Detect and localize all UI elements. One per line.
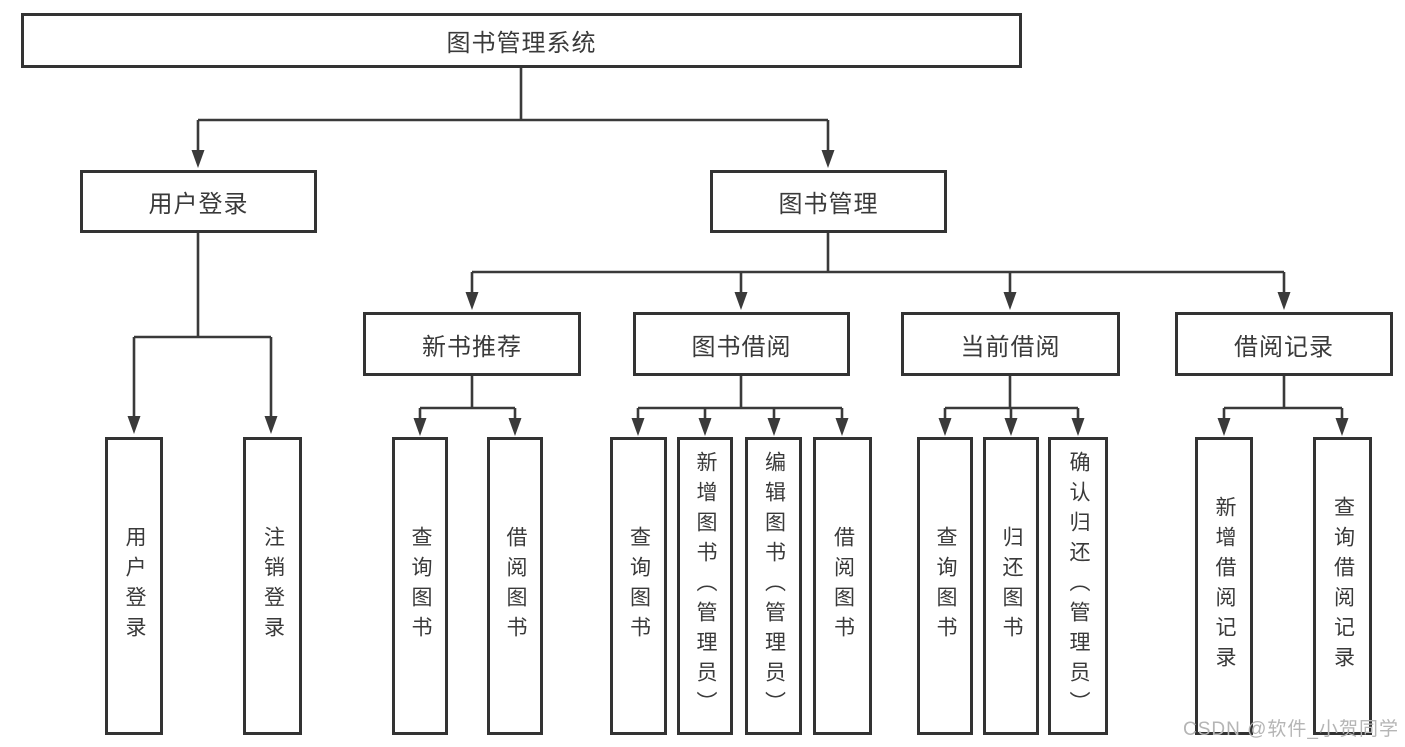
node-book-borrow: 图书借阅	[633, 312, 850, 376]
node-new-book-recommend: 新书推荐	[363, 312, 581, 376]
node-user-login-label: 用户登录	[148, 191, 249, 218]
leaf-return-book-label: 归还图书	[1000, 526, 1023, 646]
leaf-return-book: 归还图书	[983, 437, 1039, 735]
leaf-add-borrow-record: 新增借阅记录	[1195, 437, 1253, 735]
node-book-management: 图书管理	[710, 170, 947, 233]
node-user-login: 用户登录	[80, 170, 317, 233]
leaf-query-books-recommend-label: 查询图书	[409, 526, 432, 646]
leaf-add-book-admin-label: 新增图书（管理员）	[694, 451, 717, 721]
leaf-logout: 注销登录	[243, 437, 302, 735]
leaf-user-login-label: 用户登录	[123, 526, 146, 646]
leaf-edit-book-admin-label: 编辑图书（管理员）	[762, 451, 786, 721]
leaf-confirm-return-admin: 确认归还（管理员）	[1048, 437, 1108, 735]
leaf-query-books-current: 查询图书	[917, 437, 973, 735]
leaf-borrow-books-recommend: 借阅图书	[487, 437, 543, 735]
leaf-query-borrow-record-label: 查询借阅记录	[1331, 496, 1355, 676]
node-borrow-records: 借阅记录	[1175, 312, 1393, 376]
node-current-borrow: 当前借阅	[901, 312, 1120, 376]
leaf-logout-label: 注销登录	[261, 526, 285, 646]
node-new-book-recommend-label: 新书推荐	[422, 333, 522, 361]
node-current-borrow-label: 当前借阅	[960, 333, 1061, 361]
leaf-confirm-return-admin-label: 确认归还（管理员）	[1067, 451, 1090, 721]
node-borrow-records-label: 借阅记录	[1234, 333, 1334, 361]
node-root-label: 图书管理系统	[446, 30, 597, 57]
leaf-borrow-books-label: 借阅图书	[831, 526, 855, 646]
leaf-add-borrow-record-label: 新增借阅记录	[1213, 496, 1236, 676]
leaf-edit-book-admin: 编辑图书（管理员）	[745, 437, 802, 735]
arrowheads	[127, 150, 1349, 436]
leaf-add-book-admin: 新增图书（管理员）	[677, 437, 733, 735]
leaf-user-login: 用户登录	[105, 437, 163, 735]
csdn-watermark: CSDN @软件_小贺同学	[1183, 719, 1399, 740]
leaf-query-borrow-record: 查询借阅记录	[1313, 437, 1372, 735]
node-root: 图书管理系统	[21, 13, 1022, 68]
node-book-borrow-label: 图书借阅	[691, 333, 792, 361]
node-book-management-label: 图书管理	[778, 191, 879, 218]
leaf-query-books-recommend: 查询图书	[392, 437, 448, 735]
leaf-query-books-borrow-label: 查询图书	[627, 526, 651, 646]
leaf-query-books-borrow: 查询图书	[610, 437, 667, 735]
leaf-borrow-books: 借阅图书	[813, 437, 872, 735]
leaf-borrow-books-recommend-label: 借阅图书	[504, 526, 527, 646]
leaf-query-books-current-label: 查询图书	[934, 526, 957, 646]
